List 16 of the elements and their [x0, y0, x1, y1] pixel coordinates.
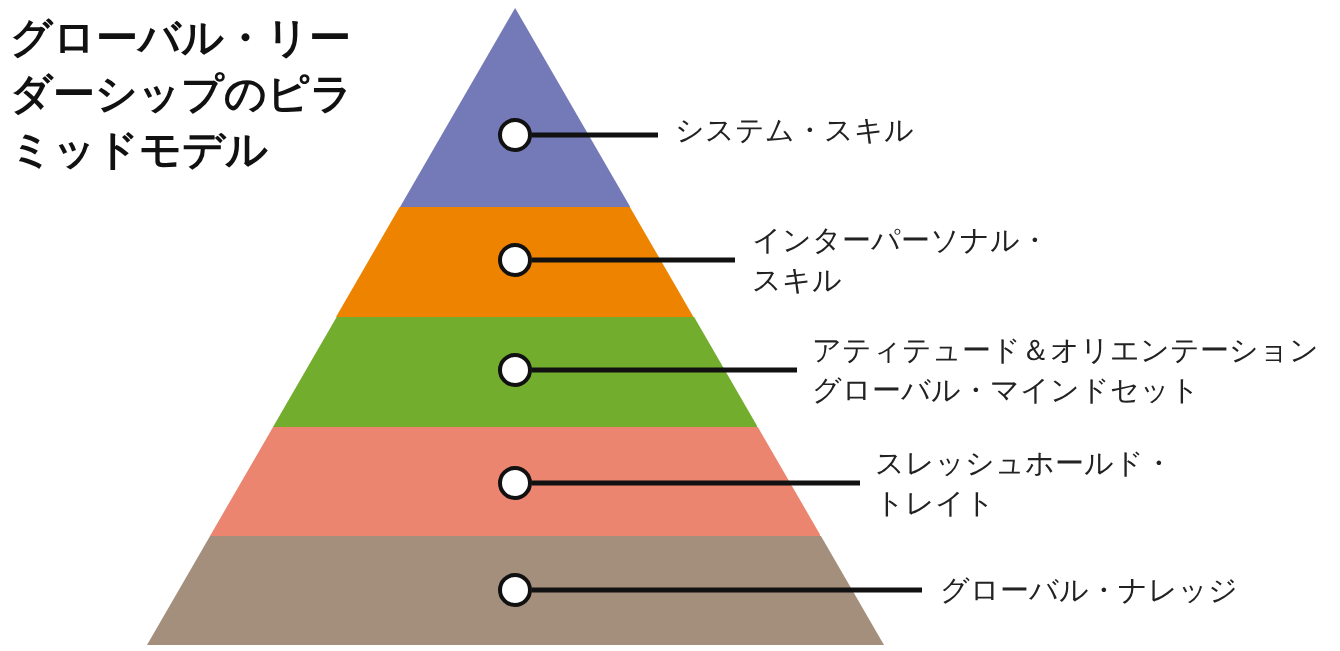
- layer-label: グローバル・ナレッジ: [940, 570, 1238, 610]
- layer-label: インターパーソナル・スキル: [752, 220, 1052, 300]
- leader-line: [532, 257, 735, 263]
- layer-label: アティテュード＆オリエンテーション グローバル・マインドセット: [812, 330, 1319, 410]
- layer-label: システム・スキル: [675, 110, 914, 150]
- diagram-title: グローバル・リーダーシップのピラミッドモデル: [10, 12, 354, 176]
- pyramid-layer: [336, 207, 694, 317]
- pyramid-layer: [146, 536, 884, 645]
- pyramid-layer: [209, 427, 821, 536]
- leader-line: [532, 132, 658, 138]
- pyramid-top-layer: [399, 8, 631, 207]
- leader-line: [532, 587, 922, 593]
- leader-line: [532, 480, 860, 486]
- pyramid-layer: [272, 317, 758, 427]
- layer-label: スレッシュホールド・トレイト: [875, 443, 1175, 523]
- leader-line: [532, 367, 797, 373]
